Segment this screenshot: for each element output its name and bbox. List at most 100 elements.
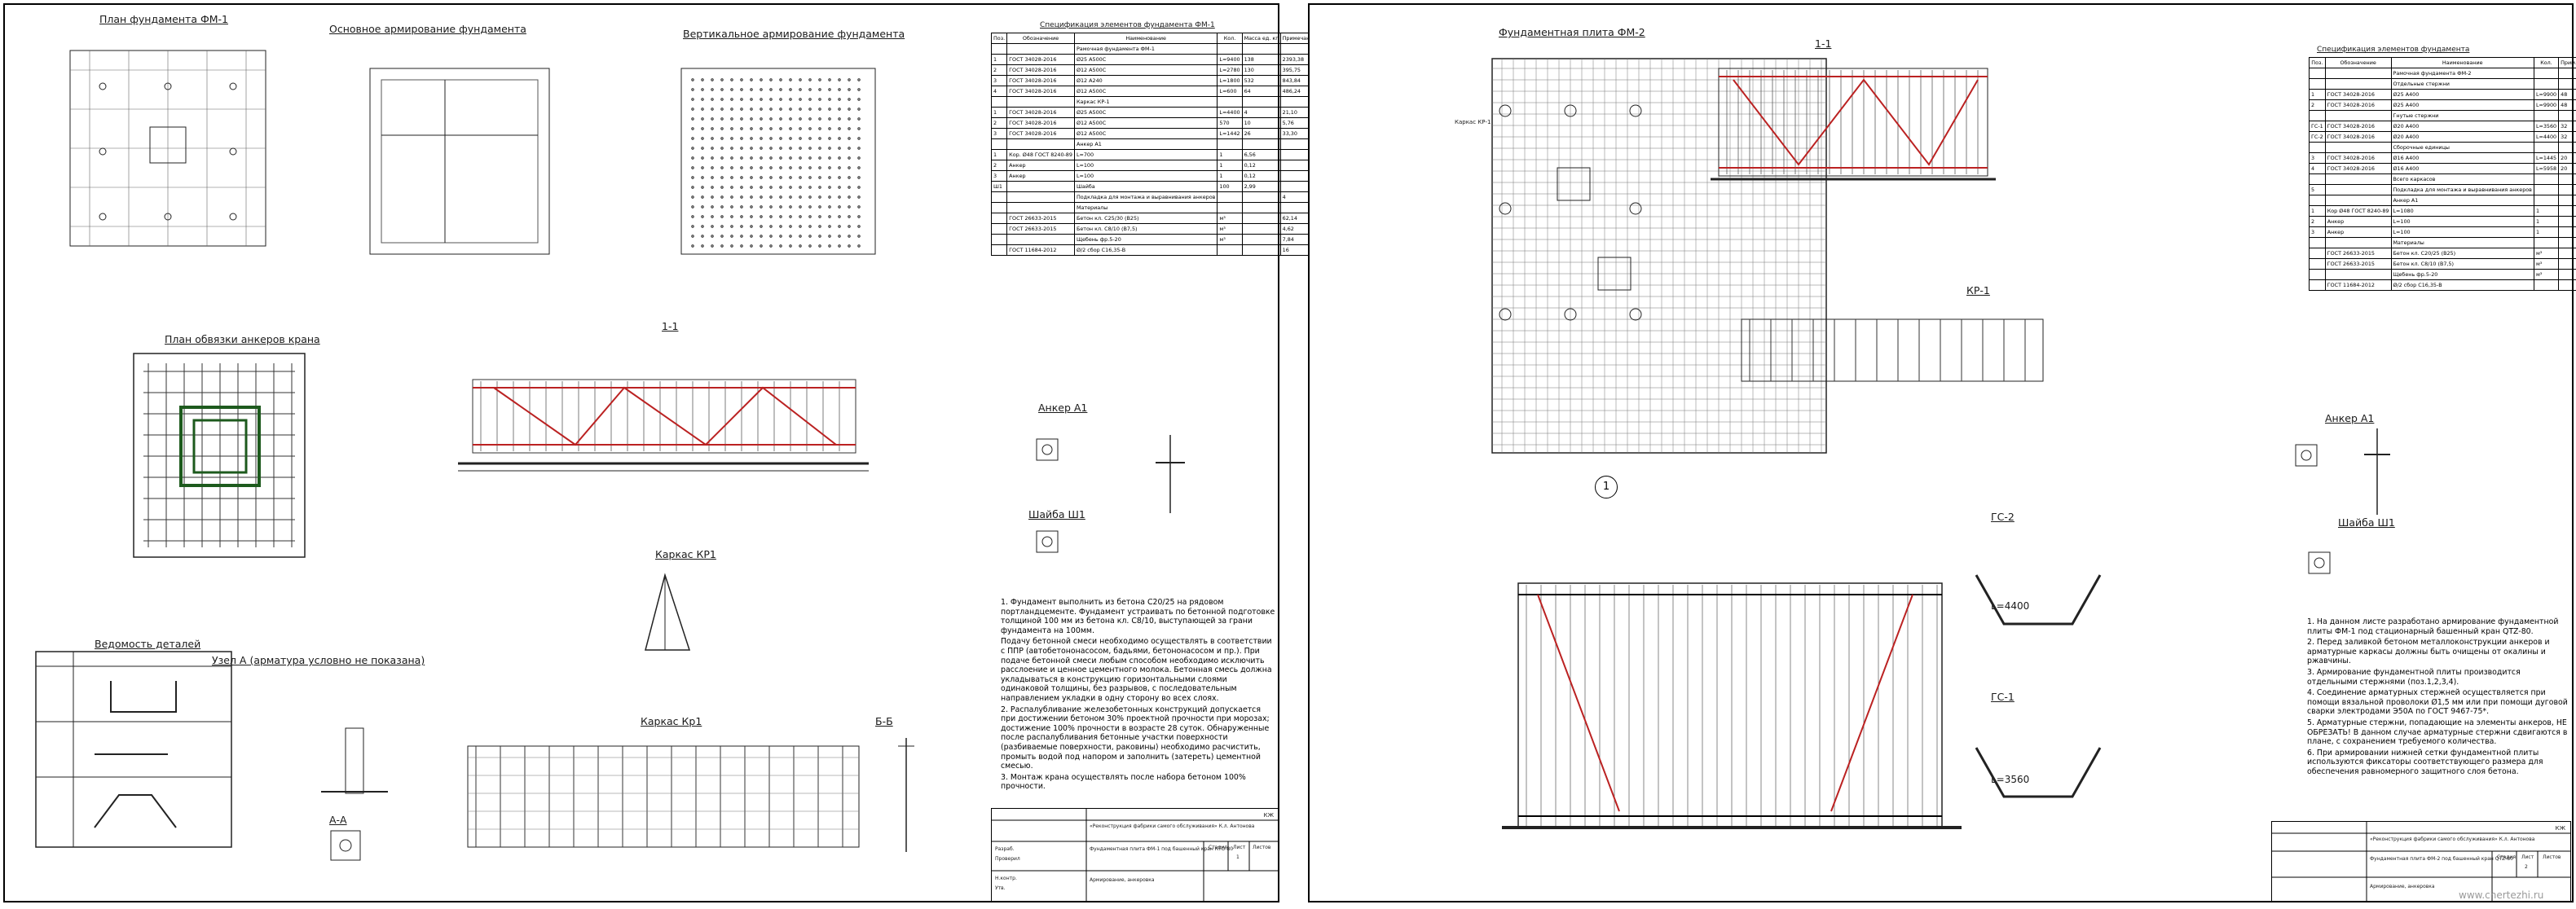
drawing-circle [779, 195, 782, 199]
drawing-circle [808, 235, 812, 238]
spec1-cell: 1 [990, 54, 1008, 65]
drawing-circle [799, 215, 802, 218]
drawing-circle [750, 176, 753, 179]
drawing-circle [818, 176, 821, 179]
spec2-cell: ГОСТ 34028-2016 [2324, 131, 2392, 143]
drawing-circle [818, 98, 821, 101]
note2-line: 1. На данном листе разработано армирован… [2307, 617, 2559, 636]
drawing-circle [818, 166, 821, 169]
spec2-cell: 3 [2309, 226, 2326, 238]
drawing-circle [1564, 104, 1577, 117]
spec2-cell: Кор Ø48 ГОСТ 8240-89 [2324, 205, 2392, 217]
drawing-circle [789, 127, 792, 130]
spec2-cell: 4 [2309, 163, 2326, 174]
spec2-cell: ГОСТ 34028-2016 [2324, 163, 2392, 174]
drawing-circle [799, 117, 802, 121]
drawing-circle [740, 88, 743, 91]
spec2-cell [2533, 195, 2560, 206]
spec1-cell: м³ [1217, 213, 1243, 224]
section-aa-label: А-А [329, 814, 347, 826]
drawing-circle [760, 166, 763, 169]
spec2-cell [2533, 142, 2560, 153]
spec1-cell: Анкер [1006, 170, 1075, 182]
drawing-circle [848, 137, 851, 140]
spec1-cell: ГОСТ 34028-2016 [1006, 86, 1075, 97]
spec2-cell [2558, 205, 2576, 217]
drawing-circle [701, 166, 704, 169]
drawing-circle [848, 186, 851, 189]
spec1-cell [1241, 138, 1281, 150]
spec2-cell [2324, 78, 2392, 90]
plate-title: Фундаментная плита ФМ-2 [1499, 26, 1645, 38]
drawing-circle [779, 117, 782, 121]
drawing-circle [779, 78, 782, 81]
drawing-circle [857, 235, 861, 238]
notes-2: 1. На данном листе разработано армирован… [2307, 617, 2568, 779]
spec-title-1: Спецификация элементов фундамента ФМ-1 [1040, 21, 1215, 29]
drawing-circle [730, 225, 733, 228]
drawing-circle [711, 244, 714, 248]
spec2-cell [2309, 237, 2326, 248]
stamp-1: КЖ «Реконструкция фабрики самого обслужи… [991, 808, 1279, 902]
drawing-circle [828, 244, 831, 248]
spec2-cell: Ø20 А400 [2390, 131, 2534, 143]
spec1-cell: 4 [990, 86, 1008, 97]
spec2-cell: 3 [2309, 152, 2326, 164]
drawing-circle [848, 88, 851, 91]
spec2-cell [2558, 173, 2576, 185]
gs2-title: ГС-2 [1991, 511, 2015, 523]
spec2-row: Сборочные единицы [2309, 142, 2576, 153]
anchor-a1-title: Анкер А1 [1038, 402, 1088, 414]
drawing-circle [720, 147, 724, 150]
spec1-header: Обозначение [1006, 33, 1075, 44]
spec1-cell: 130 [1241, 64, 1281, 76]
drawing-circle [720, 244, 724, 248]
stamp-role-1: Разраб. [995, 846, 1015, 852]
drawing-circle [769, 147, 773, 150]
drawing-circle [229, 213, 237, 221]
spec2-row: Гнутые стержни [2309, 110, 2576, 121]
spec1-cell: 138 [1241, 54, 1281, 65]
note1-line: 2. Распалубливание железобетонных констр… [1001, 705, 1270, 771]
drawing-circle [1499, 104, 1512, 117]
drawing-circle [818, 127, 821, 130]
spec2-cell [2533, 237, 2560, 248]
spec1-cell [1241, 244, 1281, 256]
node-a-title: Узел А (арматура условно не показана) [212, 654, 425, 666]
spec1-cell [1006, 43, 1075, 55]
spec2-cell: Анкер [2324, 226, 2392, 238]
drawing-circle [808, 244, 812, 248]
spec1-cell: L=1800 [1217, 75, 1243, 86]
drawing-rect [1597, 257, 1631, 291]
spec2-cell: 20 [2558, 163, 2576, 174]
spec2-cell [2558, 195, 2576, 206]
drawing-circle [711, 235, 714, 238]
drawing-circle [818, 205, 821, 209]
spec1-cell [1217, 202, 1243, 213]
drawing-circle [857, 215, 861, 218]
drawing-circle [799, 156, 802, 160]
drawing-circle [730, 88, 733, 91]
anchor-plan-title: План обвязки анкеров крана [165, 333, 320, 345]
drawing-circle [711, 88, 714, 91]
drawing-circle [1564, 308, 1577, 321]
spec1-cell: Бетон кл. С25/30 (В25) [1073, 213, 1218, 224]
drawing-circle [691, 147, 694, 150]
stamp-lines-1 [992, 809, 1279, 902]
drawing-circle [828, 117, 831, 121]
drawing-circle [857, 225, 861, 228]
drawing-circle [740, 195, 743, 199]
drawing-circle [740, 205, 743, 209]
drawing-circle [789, 205, 792, 209]
drawing-circle [760, 78, 763, 81]
drawing-circle [720, 205, 724, 209]
circle-marker: 1 [1595, 476, 1618, 498]
drawing-circle [769, 156, 773, 160]
spec1-header: Масса ед. кг [1241, 33, 1281, 44]
spec1-cell: 26 [1241, 128, 1281, 139]
drawing-circle [848, 166, 851, 169]
spec1-cell [1217, 96, 1243, 108]
drawing-circle [760, 108, 763, 111]
